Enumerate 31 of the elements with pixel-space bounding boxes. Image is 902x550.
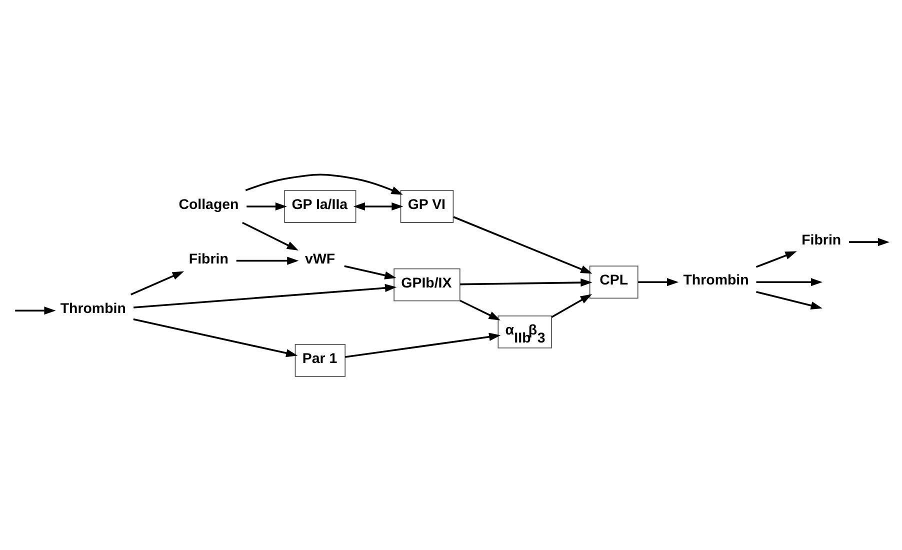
arrow — [551, 294, 592, 318]
arrow — [460, 299, 500, 320]
arrow — [242, 221, 298, 250]
arrow — [453, 216, 592, 274]
node-text: Fibrin — [188, 250, 228, 267]
node-box: GP VI — [400, 190, 454, 222]
arrow — [460, 278, 592, 286]
arrow — [849, 238, 890, 246]
arrow — [15, 306, 56, 314]
arrow — [133, 318, 298, 357]
node-text: Fibrin — [802, 232, 842, 248]
arrow — [246, 202, 287, 210]
arrow — [756, 290, 822, 309]
arrow — [345, 332, 501, 358]
arrow — [133, 283, 397, 308]
node-box: GP Ia/IIa — [284, 190, 356, 222]
node-text: Thrombin — [683, 272, 749, 288]
node-text: Collagen — [178, 196, 239, 212]
arrow — [130, 270, 184, 295]
arrow — [344, 264, 396, 279]
arrow — [756, 250, 797, 268]
arrow — [756, 278, 823, 286]
node-box: CPL — [589, 265, 638, 298]
node-text: vWF — [305, 250, 336, 267]
node-box: GPIb/IX — [394, 268, 460, 301]
arrow — [353, 202, 404, 210]
arrow — [245, 173, 403, 194]
arrow — [236, 256, 299, 264]
arrow — [638, 278, 679, 286]
node-text: Thrombin — [60, 300, 126, 317]
node-box: Par 1 — [294, 343, 346, 376]
